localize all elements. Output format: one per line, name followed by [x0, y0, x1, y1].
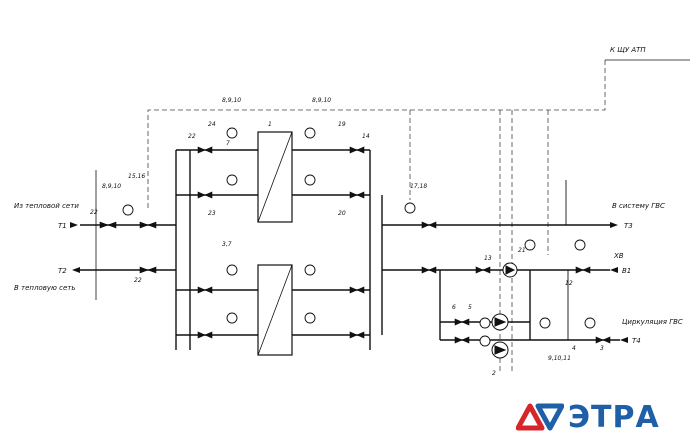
label-t3: Т3: [624, 222, 633, 230]
dashed-control-lines: [147, 60, 606, 372]
marker-22c: 22: [188, 133, 196, 140]
marker-20: 20: [338, 210, 346, 217]
pressure-gauges: [122, 127, 596, 347]
heat-exchanger-upper: [257, 131, 293, 223]
heat-exchanger-lower: [257, 264, 293, 356]
marker-12: 12: [565, 280, 573, 287]
pipework: [80, 59, 690, 350]
etra-logo-text: ЭТРА: [568, 399, 660, 435]
label-circulation: Циркуляция ГВС: [622, 318, 683, 326]
marker-8910b: 8,9,10: [222, 97, 241, 104]
marker-19: 19: [338, 121, 346, 128]
etra-logo: ЭТРА: [516, 399, 660, 435]
marker-22: 22: [90, 209, 98, 216]
marker-14: 14: [362, 133, 370, 140]
marker-24: 24: [208, 121, 216, 128]
etra-logo-mark-icon: [516, 403, 564, 431]
valves: [99, 146, 611, 344]
label-t1: Т1: [58, 222, 67, 230]
label-cold-water: ХВ: [613, 252, 624, 260]
marker-7: 7: [226, 140, 230, 147]
flow-arrows: [70, 222, 628, 343]
marker-5: 5: [468, 304, 472, 311]
label-t2: Т2: [58, 267, 67, 275]
marker-91011: 9,10,11: [548, 355, 571, 362]
marker-23: 23: [208, 210, 216, 217]
marker-21: 21: [518, 247, 526, 254]
label-t4: Т4: [632, 337, 641, 345]
marker-1718: 17,18: [410, 183, 427, 190]
marker-3: 3: [600, 345, 604, 352]
label-v1: В1: [622, 267, 631, 275]
marker-1516: 15,16: [128, 173, 145, 180]
marker-6: 6: [452, 304, 456, 311]
label-to-network: В тепловую сеть: [14, 284, 76, 292]
marker-8910: 8,9,10: [102, 183, 121, 190]
marker-13: 13: [484, 255, 492, 262]
marker-2: 2: [492, 370, 496, 377]
heat-substation-diagram: Из тепловой сети В тепловую сеть Т1 Т2 В…: [14, 46, 690, 377]
label-from-network: Из тепловой сети: [14, 202, 79, 210]
marker-1: 1: [268, 121, 272, 128]
marker-37: 3,7: [222, 241, 232, 248]
label-to-atp: К ЩУ АТП: [610, 46, 646, 54]
label-to-dhw: В систему ГВС: [612, 202, 665, 210]
marker-4: 4: [572, 345, 576, 352]
marker-22b: 22: [134, 277, 142, 284]
pumps: [491, 262, 518, 359]
marker-8910c: 8,9,10: [312, 97, 331, 104]
